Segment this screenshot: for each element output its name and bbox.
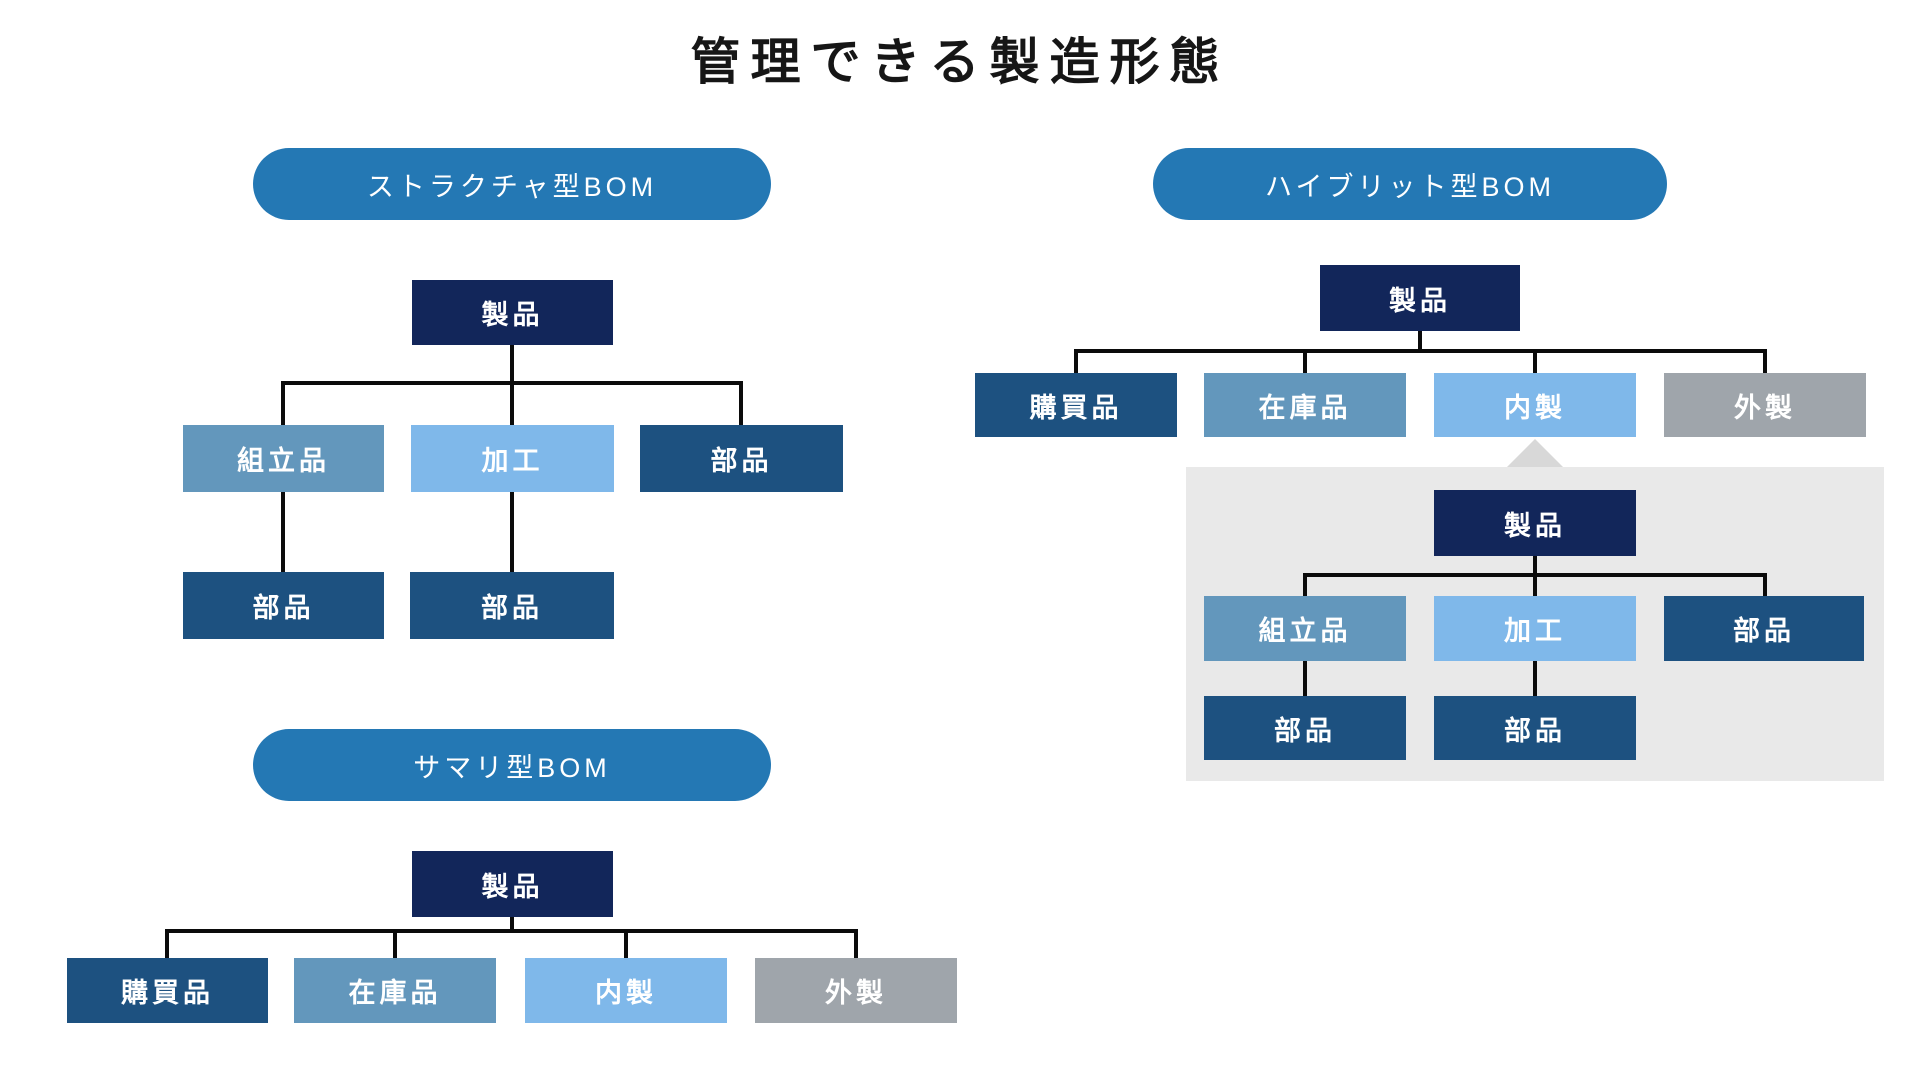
node-product: 製品 [412, 851, 613, 917]
structure-bom-heading-pill: ストラクチャ型BOM [253, 148, 771, 220]
node-outsourced: 外製 [1664, 373, 1866, 437]
connector-line [1418, 331, 1422, 351]
node-sub-part: 部品 [1434, 696, 1636, 760]
connector-line [739, 383, 743, 425]
node-product: 製品 [1320, 265, 1520, 331]
connector-line [854, 931, 858, 958]
node-assembly: 組立品 [183, 425, 384, 492]
connector-line [165, 931, 169, 958]
node-stock: 在庫品 [294, 958, 496, 1023]
node-part: 部品 [410, 572, 614, 639]
connector-line [281, 383, 285, 425]
connector-line [1763, 575, 1767, 596]
callout-pointer-triangle [1507, 439, 1563, 467]
connector-line [1074, 349, 1767, 353]
hybrid-bom-heading-pill: ハイブリット型BOM [1153, 148, 1667, 220]
node-sub-assembly: 組立品 [1204, 596, 1406, 661]
node-stock: 在庫品 [1204, 373, 1406, 437]
connector-line [624, 931, 628, 958]
node-part: 部品 [183, 572, 384, 639]
node-sub-part: 部品 [1204, 696, 1406, 760]
connector-line [393, 931, 397, 958]
node-inhouse: 内製 [1434, 373, 1636, 437]
page-title: 管理できる製造形態 [690, 34, 1230, 90]
node-inhouse: 内製 [525, 958, 727, 1023]
node-sub-processing: 加工 [1434, 596, 1636, 661]
connector-line [1303, 351, 1307, 373]
connector-line [510, 492, 514, 572]
connector-line [1303, 661, 1307, 696]
connector-line [1533, 575, 1537, 596]
node-purchased: 購買品 [67, 958, 268, 1023]
connector-line [1533, 661, 1537, 696]
summary-bom-heading-pill: サマリ型BOM [253, 729, 771, 801]
connector-line [1074, 351, 1078, 373]
connector-line [510, 345, 514, 385]
connector-line [1763, 351, 1767, 373]
node-processing: 加工 [411, 425, 614, 492]
connector-line [165, 929, 858, 933]
connector-line [1533, 351, 1537, 373]
node-part: 部品 [640, 425, 843, 492]
node-sub-part: 部品 [1664, 596, 1864, 661]
connector-line [510, 383, 514, 425]
connector-line [1533, 556, 1537, 575]
connector-line [281, 492, 285, 572]
node-sub-product: 製品 [1434, 490, 1636, 556]
node-outsourced: 外製 [755, 958, 957, 1023]
node-product: 製品 [412, 280, 613, 345]
connector-line [1303, 575, 1307, 596]
connector-line [510, 917, 514, 931]
node-purchased: 購買品 [975, 373, 1177, 437]
